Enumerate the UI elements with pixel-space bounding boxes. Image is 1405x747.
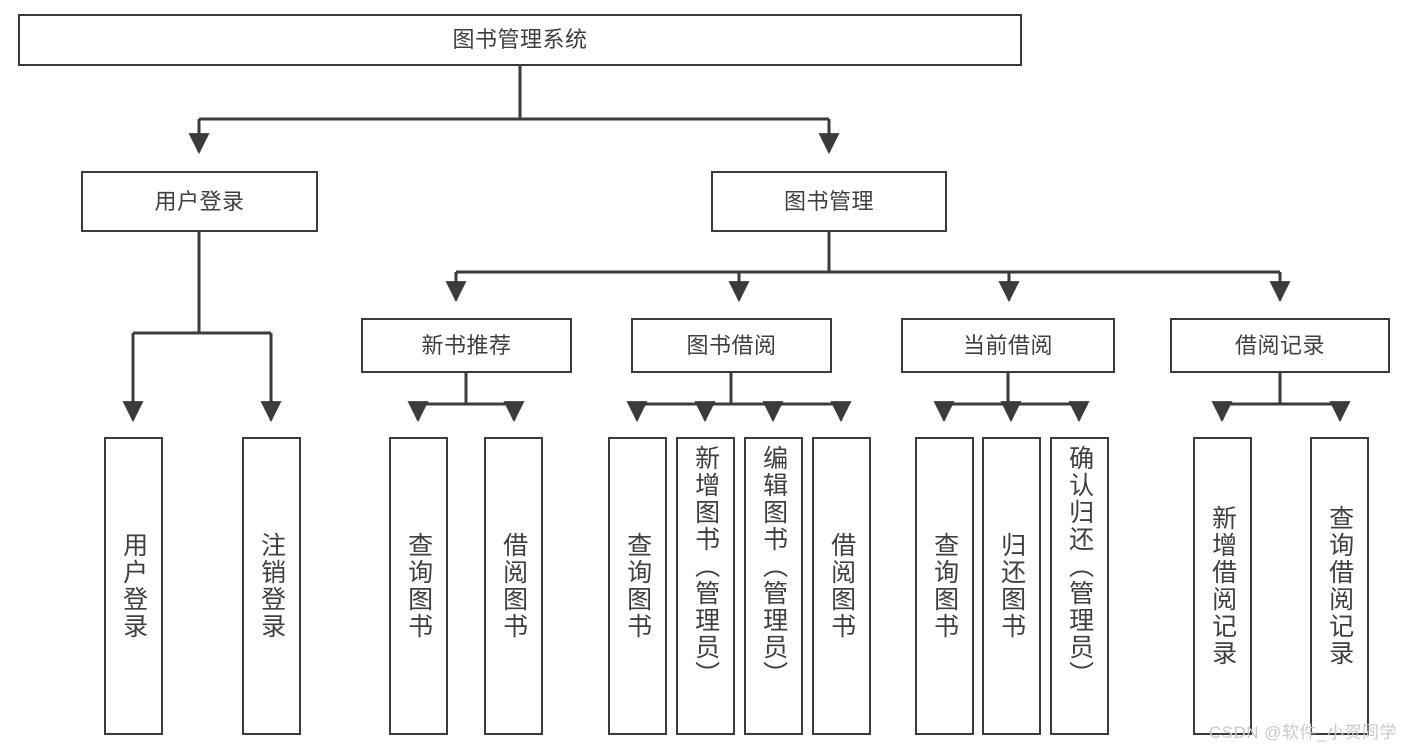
node-label: 新增图书（管理员） — [691, 445, 720, 688]
leaf-new-book-query-book[interactable]: 查询图书 — [389, 437, 448, 735]
node-borrow-record[interactable]: 借阅记录 — [1170, 318, 1390, 373]
node-label: 新增借阅记录 — [1208, 505, 1237, 667]
node-new-book-recommend[interactable]: 新书推荐 — [361, 318, 572, 373]
node-label: 借阅图书 — [499, 532, 528, 640]
node-label: 注销登录 — [257, 532, 286, 640]
leaf-user-login-logout[interactable]: 注销登录 — [242, 437, 301, 735]
node-book-borrow[interactable]: 图书借阅 — [631, 318, 832, 373]
node-label: 借阅记录 — [1234, 332, 1325, 358]
leaf-borrow-record-query-record[interactable]: 查询借阅记录 — [1310, 437, 1369, 735]
leaf-current-borrow-query-book[interactable]: 查询图书 — [915, 437, 974, 735]
leaf-book-borrow-query-book[interactable]: 查询图书 — [608, 437, 667, 735]
node-label: 查询图书 — [404, 532, 433, 640]
node-label: 查询图书 — [623, 532, 652, 640]
leaf-current-borrow-confirm-return-admin[interactable]: 确认归还（管理员） — [1050, 437, 1109, 735]
node-label: 用户登录 — [154, 188, 245, 214]
node-label: 归还图书 — [997, 532, 1026, 640]
node-label: 借阅图书 — [827, 532, 856, 640]
node-current-borrow[interactable]: 当前借阅 — [901, 318, 1115, 373]
leaf-new-book-borrow-book[interactable]: 借阅图书 — [484, 437, 543, 735]
node-label: 图书借阅 — [686, 332, 777, 358]
node-root-book-management-system[interactable]: 图书管理系统 — [18, 14, 1022, 66]
leaf-book-borrow-add-book-admin[interactable]: 新增图书（管理员） — [676, 437, 735, 735]
node-label: 图书管理 — [783, 188, 874, 214]
node-label: 确认归还（管理员） — [1065, 445, 1094, 688]
leaf-book-borrow-edit-book-admin[interactable]: 编辑图书（管理员） — [744, 437, 803, 735]
node-label: 查询图书 — [930, 532, 959, 640]
leaf-current-borrow-return-book[interactable]: 归还图书 — [982, 437, 1041, 735]
node-label: 当前借阅 — [962, 332, 1053, 358]
node-book-management[interactable]: 图书管理 — [711, 171, 947, 232]
node-label: 用户登录 — [119, 532, 148, 640]
leaf-book-borrow-borrow-book[interactable]: 借阅图书 — [812, 437, 871, 735]
node-label: 图书管理系统 — [452, 27, 588, 53]
node-label: 编辑图书（管理员） — [759, 445, 788, 688]
node-label: 查询借阅记录 — [1325, 505, 1354, 667]
node-user-login[interactable]: 用户登录 — [81, 171, 318, 232]
leaf-borrow-record-add-record[interactable]: 新增借阅记录 — [1193, 437, 1252, 735]
csdn-watermark: CSDN @软件_小贺同学 — [1208, 723, 1397, 742]
leaf-user-login-login[interactable]: 用户登录 — [104, 437, 163, 735]
node-label: 新书推荐 — [421, 332, 512, 358]
